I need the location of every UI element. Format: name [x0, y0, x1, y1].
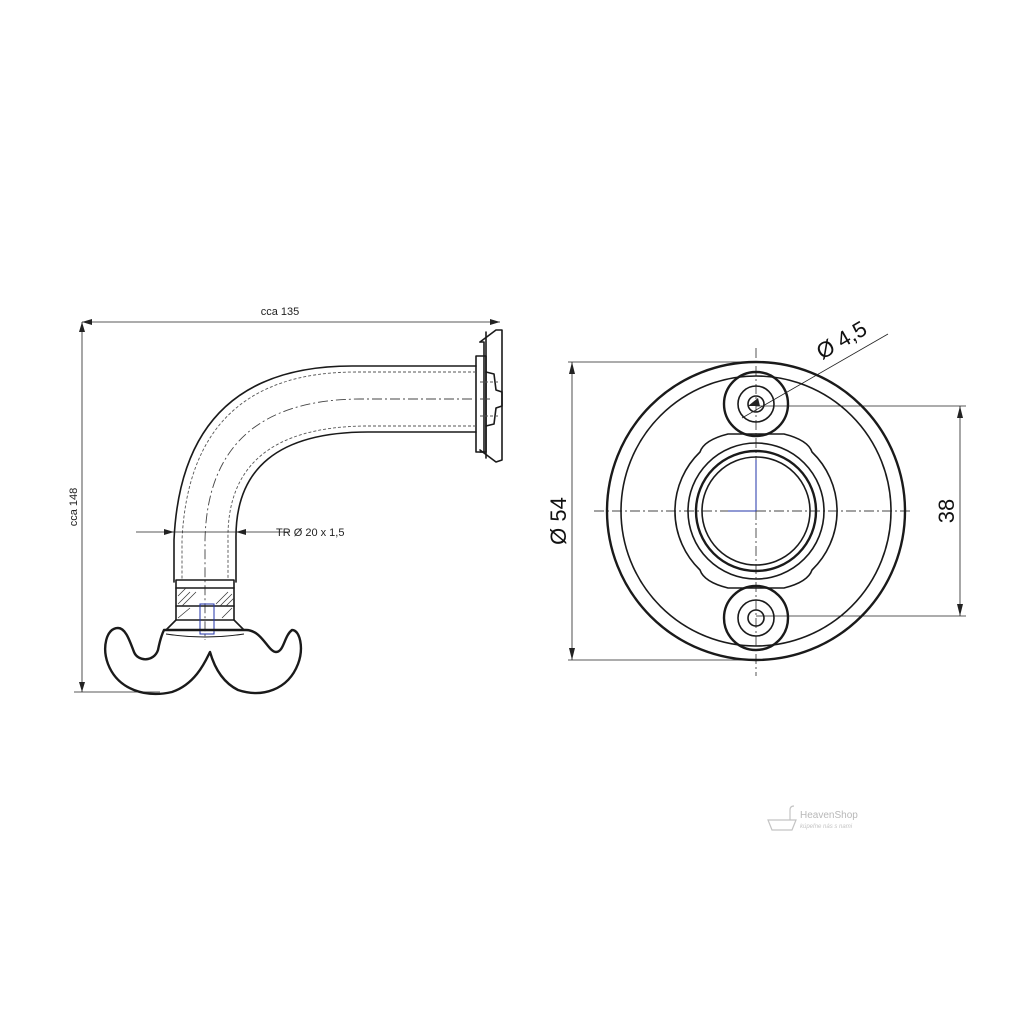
front-view: Ø 54 38 — [546, 316, 966, 676]
watermark-tagline: kúpeľne nás s nami — [800, 824, 853, 830]
wall-rosette-side — [475, 329, 503, 463]
threaded-coupling — [165, 579, 245, 635]
thread-callout-label: TR Ø 20 x 1,5 — [276, 527, 344, 539]
height-dimension-label: cca 148 — [68, 488, 80, 527]
screw-hole-bottom — [722, 584, 790, 652]
outer-diameter-label: Ø 54 — [546, 497, 571, 545]
watermark: HeavenShop kúpeľne nás s nami — [767, 805, 858, 831]
height-dimension: cca 148 — [68, 322, 160, 693]
width-dimension: cca 135 — [82, 306, 500, 325]
hole-spacing-label: 38 — [934, 499, 959, 523]
hole-diameter-label: Ø 4,5 — [812, 316, 871, 365]
center-boss — [674, 433, 838, 589]
thread-callout: TR Ø 20 x 1,5 — [136, 527, 344, 539]
outer-diameter-dimension: Ø 54 — [546, 361, 760, 661]
watermark-brand: HeavenShop — [800, 810, 858, 821]
bathtub-icon — [767, 805, 797, 831]
side-view: cca 135 cca 148 — [68, 306, 503, 696]
screw-hole-top — [722, 370, 790, 438]
double-hook — [104, 626, 303, 696]
width-dimension-label: cca 135 — [261, 306, 300, 318]
bent-tube — [173, 365, 490, 640]
rosette-outer-rings — [605, 360, 907, 662]
